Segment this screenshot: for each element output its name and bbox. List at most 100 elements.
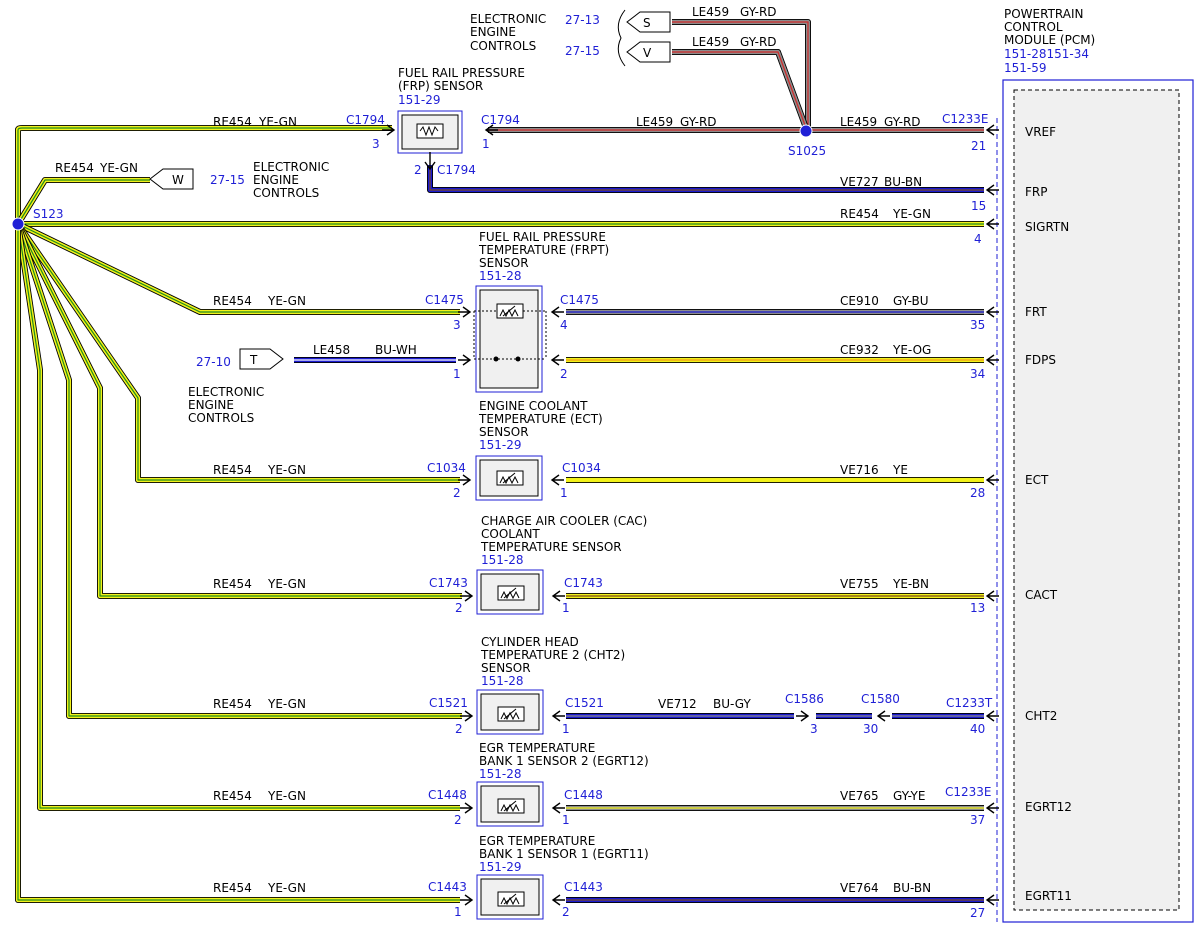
t-letter: T: [249, 353, 258, 367]
cact-pcm-pin: 13: [970, 601, 985, 615]
egrt12-right-arrow: [551, 802, 565, 814]
fdps-color: YE-OG: [892, 343, 931, 357]
cact-sensor: CHARGE AIR COOLER (CAC) COOLANT TEMPERAT…: [213, 514, 1058, 615]
pcm-title-3: MODULE (PCM): [1004, 33, 1095, 47]
t-color: BU-WH: [375, 343, 417, 357]
t-label-1: ELECTRONIC: [188, 385, 264, 399]
w-label-2: ENGINE: [253, 173, 299, 187]
s-letter: S: [643, 16, 651, 30]
top-eec-label-2: ENGINE: [470, 25, 516, 39]
egrt11-right-color: BU-BN: [893, 881, 931, 895]
ect-pin-left: 2: [453, 486, 461, 500]
cact-title-2: COOLANT: [481, 527, 540, 541]
cht2-left-wire: RE454: [213, 697, 252, 711]
ect-right-color: YE: [892, 463, 908, 477]
ect-ref: 151-29: [479, 438, 522, 452]
s123-splice-dot: [11, 217, 25, 231]
frp-conn-left: C1794: [346, 113, 385, 127]
frp-title-1: FUEL RAIL PRESSURE: [398, 66, 525, 80]
s-wire: LE459: [692, 5, 729, 19]
frt-label: FRT: [1025, 305, 1047, 319]
cact-title-1: CHARGE AIR COOLER (CAC): [481, 514, 647, 528]
cht2-sensor: CYLINDER HEAD TEMPERATURE 2 (CHT2) SENSO…: [213, 635, 1057, 736]
frpt-pin-left: 3: [453, 318, 461, 332]
egrt11-left-wire: RE454: [213, 881, 252, 895]
s1025-label: S1025: [788, 144, 826, 158]
egrt11-right-wire: VE764: [840, 881, 879, 895]
egrt12-right-wire: VE765: [840, 789, 879, 803]
egrt11-title-2: BANK 1 SENSOR 1 (EGRT11): [479, 847, 649, 861]
frp-mid-wire: LE459: [636, 115, 673, 129]
wire-w-connector: [15, 177, 150, 226]
egrt11-pin-right: 2: [562, 905, 570, 919]
ect-conn-left: C1034: [427, 461, 466, 475]
frp-sig-color: BU-BN: [884, 175, 922, 189]
ect-left-wire: RE454: [213, 463, 252, 477]
frpt-left-color: YE-GN: [267, 294, 306, 308]
cact-left-wire: RE454: [213, 577, 252, 591]
frp-sig-pcm-arrow: [985, 184, 999, 196]
cact-title-3: TEMPERATURE SENSOR: [480, 540, 622, 554]
wire-cact-ground: [15, 222, 462, 599]
frp-left-arrow: [382, 124, 396, 136]
pcm-title-1: POWERTRAIN: [1004, 7, 1084, 21]
fdps-label: FDPS: [1025, 353, 1056, 367]
top-eec-label-1: ELECTRONIC: [470, 12, 546, 26]
frpt-title-1: FUEL RAIL PRESSURE: [479, 230, 606, 244]
sigrtn-pin: 4: [974, 232, 982, 246]
frp-bottom-arrow: [424, 152, 436, 171]
ect-pcm-label: ECT: [1025, 473, 1049, 487]
wire-egrt12-ground: [15, 223, 460, 811]
cht2-pin-right: 1: [562, 722, 570, 736]
t-label-2: ENGINE: [188, 398, 234, 412]
cact-right-color: YE-BN: [892, 577, 929, 591]
sigrtn-label: SIGRTN: [1025, 220, 1069, 234]
frp-sig-wire: VE727: [840, 175, 879, 189]
vref-wire: LE459: [840, 115, 877, 129]
pcm-title-2: CONTROL: [1004, 20, 1063, 34]
ect-sensor: ENGINE COOLANT TEMPERATURE (ECT) SENSOR …: [213, 399, 1049, 501]
v-ref: 27-15: [565, 44, 600, 58]
vref-pcm-arrow: [985, 124, 999, 136]
c1580-arrow: [876, 710, 890, 722]
egrt12-conn-right: C1448: [564, 788, 603, 802]
frp-sig-label: FRP: [1025, 185, 1047, 199]
c1580-label: C1580: [861, 692, 900, 706]
cht2-pin-left: 2: [455, 722, 463, 736]
t-ref: 27-10: [196, 355, 231, 369]
fdps-pin-right: 2: [560, 367, 568, 381]
sigrtn-wire: RE454: [840, 207, 879, 221]
cact-right-arrow: [551, 590, 565, 602]
egrt11-conn-right: C1443: [564, 880, 603, 894]
pcm-module: POWERTRAIN CONTROL MODULE (PCM) 151-2815…: [996, 7, 1194, 923]
cact-conn-right: C1743: [564, 576, 603, 590]
cht2-pcm-conn: C1233T: [946, 696, 993, 710]
egrt12-pin-right: 1: [562, 813, 570, 827]
wire-v-vref: [672, 49, 809, 130]
egrt11-conn-left: C1443: [428, 880, 467, 894]
frp-conn-right: C1794: [481, 113, 520, 127]
c1580-pin: 30: [863, 722, 878, 736]
s1025-splice-dot: [799, 124, 813, 138]
vref-pcm-conn: C1233E: [942, 112, 989, 126]
sigrtn-pcm-arrow: [985, 218, 999, 230]
v-wire: LE459: [692, 35, 729, 49]
frpt-left-wire: RE454: [213, 294, 252, 308]
cht2-title-1: CYLINDER HEAD: [481, 635, 579, 649]
w-ref: 27-15: [210, 173, 245, 187]
wire-egrt11-ground: [15, 224, 460, 903]
egrt11-pin-left: 1: [454, 905, 462, 919]
frt-left-arrow: [458, 306, 472, 318]
w-label-3: CONTROLS: [253, 186, 319, 200]
frpt-title-3: SENSOR: [479, 256, 529, 270]
frpt-conn-left: C1475: [425, 293, 464, 307]
ect-right-wire: VE716: [840, 463, 879, 477]
w-wire: RE454: [55, 161, 94, 175]
ect-left-arrow: [458, 474, 472, 486]
fdps-wire: CE932: [840, 343, 879, 357]
cht2-conn-right: C1521: [565, 696, 604, 710]
cht2-ref: 151-28: [481, 674, 524, 688]
egrt12-title-1: EGR TEMPERATURE: [479, 741, 595, 755]
